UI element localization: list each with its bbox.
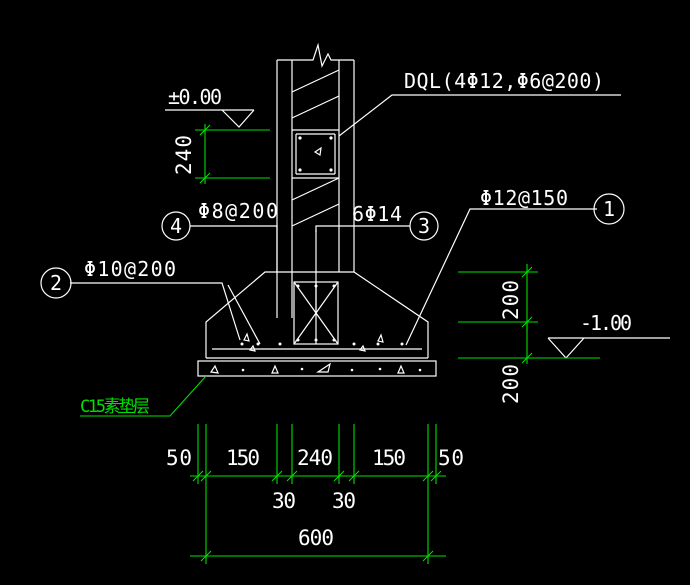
dql-label: DQL(4Φ12,Φ6@200): [404, 69, 604, 93]
phi8-label: Φ8@200: [198, 199, 278, 223]
dimension-row-top: 50 150 240 150 50 30 30: [166, 424, 464, 513]
dim-30-left-label: 30: [272, 489, 296, 513]
dim-200-upper-label: 200: [499, 280, 523, 320]
dim-240-vertical-label: 240: [172, 135, 196, 175]
dimension-240-vertical: 240: [172, 124, 270, 184]
elevation-bottom: -1.00: [547, 311, 670, 359]
dim-200-lower-label: 200: [499, 364, 523, 404]
dim-150-left-label: 150: [226, 446, 260, 470]
dim-50-left-label: 50: [166, 446, 192, 470]
dim-30-right-label: 30: [332, 489, 356, 513]
bars-6phi14-label: 6Φ14: [352, 202, 402, 226]
dim-150-right-label: 150: [372, 446, 406, 470]
c15-label: C15素垫层: [80, 397, 150, 417]
dim-50-right-label: 50: [438, 446, 464, 470]
callout-number-3: 3: [418, 214, 430, 238]
elevation-top: ±0.00: [165, 85, 255, 128]
callout-number-1: 1: [603, 197, 615, 221]
callout-4: 4 Φ8@200: [161, 199, 278, 318]
dql-callout: DQL(4Φ12,Φ6@200): [338, 69, 621, 137]
callout-number-2: 2: [50, 271, 62, 295]
callout-3: 3 6Φ14: [315, 202, 439, 241]
dimension-200-upper: 200: [458, 264, 538, 330]
dimension-600: 600: [190, 484, 446, 564]
dimension-200-lower: 200: [458, 322, 600, 404]
phi12-label: Φ12@150: [480, 186, 568, 210]
dim-240-label: 240: [297, 446, 333, 470]
dim-600-label: 600: [298, 526, 334, 550]
elevation-bottom-label: -1.00: [580, 311, 632, 335]
elevation-top-label: ±0.00: [168, 85, 222, 109]
callout-2: 2 Φ10@200: [40, 257, 261, 345]
blinding-layer: [197, 360, 437, 377]
callout-1: 1 Φ12@150: [405, 186, 625, 346]
c15-callout: C15素垫层: [80, 375, 207, 417]
footing: [205, 271, 429, 359]
wall-section: [276, 42, 355, 318]
callout-number-4: 4: [170, 214, 182, 238]
phi10-label: Φ10@200: [84, 257, 176, 281]
